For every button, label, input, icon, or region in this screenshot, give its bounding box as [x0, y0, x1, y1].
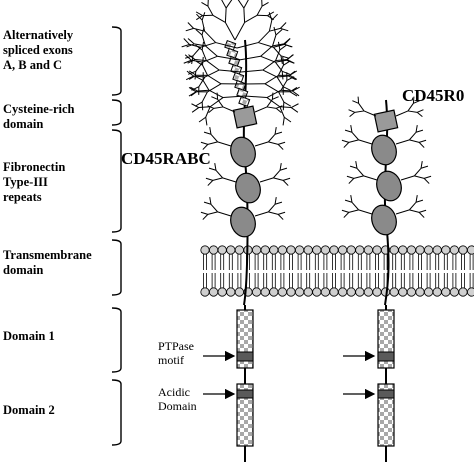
n-glycan [341, 125, 427, 148]
fibronectin-repeat [235, 172, 261, 204]
cysteine-rich-box [373, 109, 399, 133]
ptpase-motif-band [236, 351, 254, 362]
lipid-bilayer [200, 245, 474, 297]
bracket-domain-1 [111, 307, 122, 373]
label-acidic-domain: Acidic Domain [158, 385, 197, 413]
fibronectin-repeat [371, 134, 397, 166]
backbone [242, 39, 249, 306]
receptor-cd45rabc [181, 0, 300, 462]
label-ptpase-motif: PTPase motif [158, 339, 194, 367]
label-fibronectin-repeats: Fibronectin Type-III repeats [3, 160, 66, 204]
exon-segment [238, 95, 251, 107]
bracket-transmembrane [111, 239, 122, 296]
o-glycan-canopy [181, 0, 300, 126]
label-domain-1: Domain 1 [3, 329, 55, 343]
cysteine-rich-box [232, 105, 258, 129]
n-glycan [348, 96, 424, 118]
label-alternatively-spliced-exons: Alternatively spliced exons A, B and C [3, 28, 74, 72]
n-glycan [205, 163, 291, 186]
receptor-cd45r0 [341, 96, 432, 462]
fibronectin-repeat [376, 170, 402, 202]
label-domain-2: Domain 2 [3, 403, 55, 417]
fibronectin-repeat [371, 204, 397, 236]
label-transmembrane-domain: Transmembrane domain [3, 248, 92, 277]
n-glycan [200, 197, 286, 220]
n-glycan [200, 127, 286, 150]
fibronectin-repeat [230, 206, 256, 238]
bracket-exons [111, 26, 122, 96]
bracket-domain-2 [111, 379, 122, 446]
label-cd45r0: CD45R0 [402, 86, 465, 105]
bracket-cysteine [111, 99, 122, 126]
acidic-domain-band [236, 389, 254, 399]
label-cd45rabc: CD45RABC [121, 149, 211, 168]
label-cysteine-rich-domain: Cysteine-rich domain [3, 102, 75, 131]
acidic-domain-band [377, 389, 395, 399]
ptpase-motif-band [377, 351, 395, 362]
n-glycan [346, 161, 432, 184]
n-glycan [341, 195, 427, 218]
bracket-fibronectin [111, 129, 122, 233]
phosphatase-domain-2 [236, 383, 254, 447]
phosphatase-domain-2 [377, 383, 395, 447]
fibronectin-repeat [230, 136, 256, 168]
